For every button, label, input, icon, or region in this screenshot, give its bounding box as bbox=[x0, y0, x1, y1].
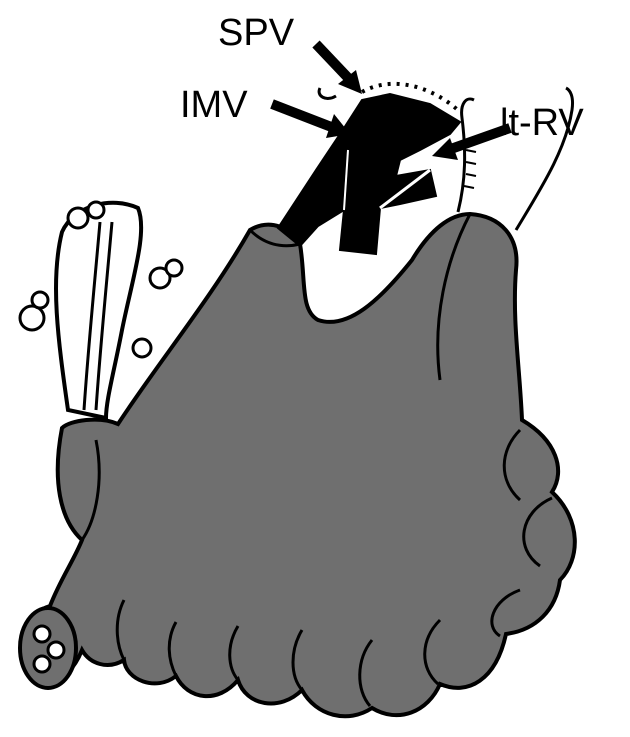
label-lt-rv: lt-RV bbox=[500, 104, 584, 142]
arrow-spv bbox=[316, 44, 362, 94]
bowel-lumen-end bbox=[20, 608, 76, 688]
arrow-imv bbox=[272, 104, 350, 138]
label-spv: SPV bbox=[218, 14, 294, 52]
portal-vein-confluence bbox=[278, 84, 460, 254]
label-imv: IMV bbox=[180, 86, 248, 124]
